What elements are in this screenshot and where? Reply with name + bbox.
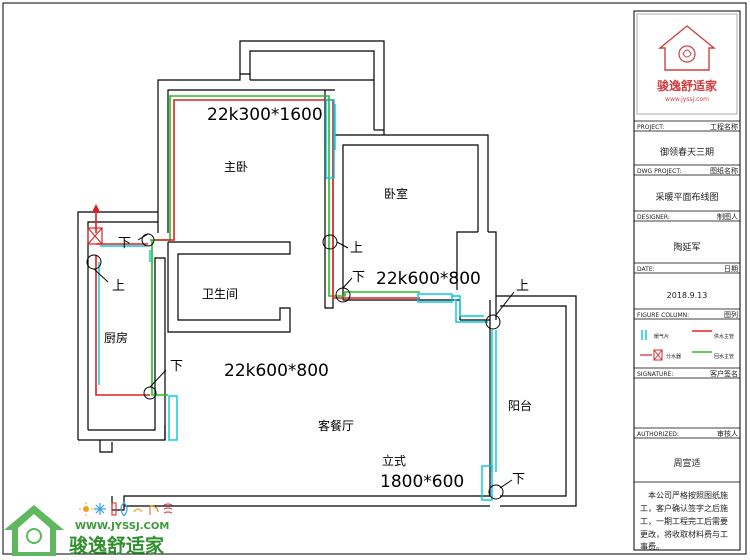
label-radiator-living: 22k600*800: [224, 361, 329, 381]
radiators: [168, 99, 493, 501]
tb-note-line: 工，一期工程完工后需要: [640, 516, 728, 526]
tb-legend-cn: 图列: [724, 310, 738, 319]
legend-return-text: 回水主管: [714, 353, 734, 360]
tb-designer-cn: 制图人: [717, 212, 738, 221]
wall-balcony-top-outer: [239, 40, 385, 130]
tb-project-label: PROJECT:: [637, 124, 664, 131]
brand-watermark: WWW.JYSSJ.COM 骏逸舒适家: [4, 502, 173, 557]
supply-pipe-kitchen: [95, 255, 150, 396]
wall-kitchen-right: [154, 257, 166, 425]
tb-authorized-cn: 审核人: [717, 429, 738, 438]
tb-dwg-cn: 图纸名称: [710, 166, 738, 175]
supply-pipe-lines: [92, 99, 420, 396]
label-bedroom: 卧室: [384, 186, 408, 201]
wall-bathroom: [167, 241, 291, 333]
tb-designer-label: DESIGNER:: [637, 214, 670, 221]
wall-master-inner-left: [167, 89, 250, 233]
wall-balcony-top-inner: [249, 50, 375, 130]
label-down-living: 下: [170, 359, 183, 374]
legend-manifold-icon: [653, 349, 663, 361]
tb-designer-value: 陶延军: [673, 241, 700, 253]
tb-authorized-value: 周宣适: [673, 457, 700, 469]
wall-kitchen-inner-top: [87, 221, 158, 430]
tb-date-cn: 日期: [724, 265, 738, 273]
riser-balcony-up: [485, 314, 501, 330]
label-down-vertical: 下: [512, 472, 525, 487]
supply-pipe-master: [155, 99, 334, 241]
wall-bedroom-notch: [456, 231, 478, 290]
supply-riser-arrow-head: [92, 204, 100, 212]
label-radiator-vertical-size: 1800*600: [380, 472, 464, 492]
label-up-balcony: 上: [516, 279, 529, 294]
title-block-logo: 骏逸舒适家 www.jyssj.com: [657, 25, 718, 103]
tb-date-value: 2018.9.13: [667, 291, 708, 300]
room-labels: 主卧 卧室 卫生间 厨房 客餐厅 阳台: [104, 160, 532, 433]
legend-manifold-text: 分水器: [666, 353, 681, 360]
legend-supply-text: 供水主管: [714, 333, 734, 340]
tb-dwg-label: DWG PROJECT:: [637, 168, 681, 175]
wall-kitchen-outer-top: [77, 211, 158, 440]
walls: [77, 40, 577, 511]
label-living-dining: 客餐厅: [318, 418, 354, 433]
title-block: 骏逸舒适家 www.jyssj.com PROJECT: 工程名称 御领春天三期…: [633, 10, 741, 551]
radiator-connection-lines: [98, 104, 497, 472]
wall-bedroom-inner: [342, 144, 479, 300]
radiator-labels: 22k300*1600 22k600*800 22k600*800 立式 180…: [207, 105, 481, 492]
tb-note-line: 更改，将收取材料费与工: [640, 529, 728, 539]
wall-bedroom-notch-outer: [488, 231, 497, 300]
tb-project-value: 御领春天三期: [660, 146, 714, 158]
supply-pipe-bedroom: [332, 236, 420, 299]
label-radiator-vertical-type: 立式: [382, 453, 406, 468]
label-down-kitchen: 下: [118, 236, 131, 251]
label-kitchen: 厨房: [104, 330, 128, 345]
radiator-vertical: [481, 465, 493, 501]
tb-note-line: 事费。: [640, 541, 664, 551]
title-block-logo-brand: 骏逸舒适家: [657, 78, 718, 93]
label-up-bedroom: 上: [350, 241, 363, 256]
wall-living-column: [99, 440, 113, 453]
tb-legend-label: FIGURE COLUMN:: [637, 312, 689, 319]
tb-dwg-value: 采暖平面布线图: [655, 191, 718, 203]
return-pipe-lines: [150, 95, 420, 396]
label-radiator-bedroom: 22k600*800: [376, 269, 481, 289]
return-pipe-kitchen: [151, 240, 168, 396]
label-master-bedroom: 主卧: [224, 160, 248, 174]
manifold-symbol: [87, 227, 103, 245]
riser-vertical-down: [488, 484, 504, 500]
watermark-url: WWW.JYSSJ.COM: [75, 521, 169, 532]
pipe-direction-labels: 下 上 上 下 下 上 下: [112, 236, 529, 487]
tb-note: 本公司严格按照图纸施 工，客户确认签字之后施 工，一期工程完工后需要 更改，将收…: [640, 490, 728, 551]
return-pipe-bedroom: [328, 240, 420, 297]
radiator-bedroom: [417, 293, 453, 303]
radiator-master: [325, 99, 335, 179]
wall-kitchen-bottom-outer: [78, 425, 166, 441]
legend: 暖气片 供水主管 分水器 回水主管: [640, 330, 734, 361]
watermark-brand-name: 骏逸舒适家: [69, 534, 165, 557]
label-down-bedroom: 下: [352, 270, 365, 285]
cyan-bedroom-to-balcony: [452, 295, 484, 317]
tb-project-cn: 工程名称: [710, 122, 738, 131]
label-balcony: 阳台: [508, 398, 532, 413]
wall-master-outer-left: [157, 73, 251, 233]
radiator-kitchen: [168, 395, 178, 441]
label-up-kitchen: 上: [112, 279, 125, 294]
label-radiator-master: 22k300*1600: [207, 105, 323, 125]
tb-note-line: 本公司严格按照图纸施: [648, 490, 728, 500]
tb-note-line: 工，客户确认签字之后施: [640, 503, 728, 513]
tb-signature-cn: 客户签名: [710, 369, 738, 378]
riser-markers: [86, 233, 515, 500]
tb-signature-label: SIGNATURE:: [637, 371, 673, 378]
title-block-logo-url: www.jyssj.com: [665, 96, 709, 103]
legend-radiator-text: 暖气片: [654, 333, 669, 340]
tb-authorized-label: AUTHORIZED:: [637, 431, 679, 438]
label-bathroom: 卫生间: [202, 287, 238, 301]
tb-date-label: DATE:: [637, 266, 655, 273]
wall-balcony-right-outer: [496, 295, 577, 507]
watermark-weather-icons: [79, 502, 173, 517]
riser-living-down: [143, 386, 157, 400]
wall-balcony-right-inner: [500, 305, 567, 497]
